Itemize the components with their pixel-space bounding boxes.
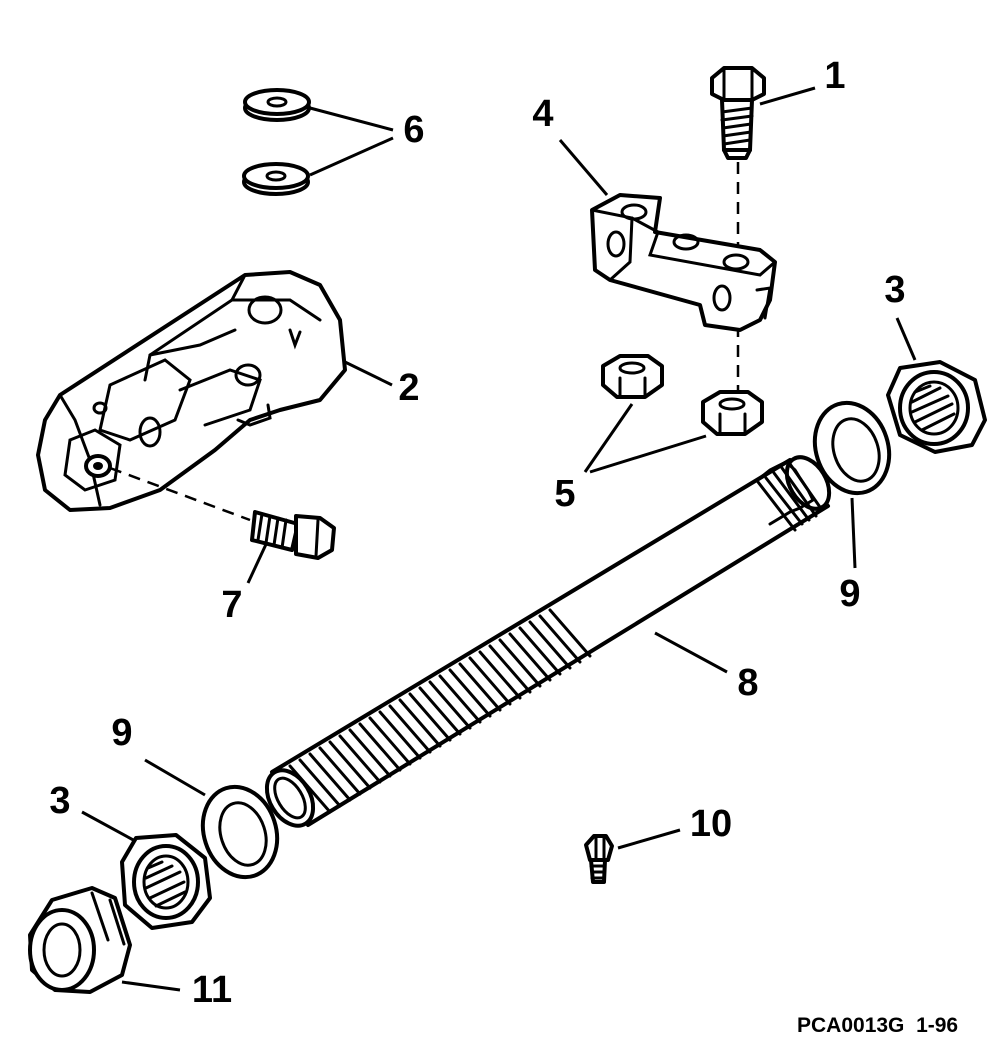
part-3-nut-left	[120, 833, 212, 930]
drawing-revision: 1-96	[916, 1014, 959, 1037]
assembly-line-7	[109, 466, 251, 522]
callout-3-right: 3	[884, 269, 906, 311]
part-1-bolt	[710, 66, 766, 160]
part-9-washer-left	[200, 784, 280, 880]
part-8-threaded-rod	[264, 455, 832, 828]
leader-lines	[81, 86, 917, 992]
part-10-fitting	[584, 834, 614, 884]
callout-10: 10	[689, 803, 733, 845]
drawing-code: PCA0013G 1-96	[797, 1014, 958, 1038]
callout-9-left: 9	[111, 712, 133, 754]
callout-3-left: 3	[49, 780, 71, 822]
callout-5: 5	[554, 473, 576, 515]
callout-4: 4	[532, 93, 554, 135]
part-2-bracket	[36, 270, 347, 512]
callout-9-right: 9	[839, 573, 861, 615]
part-3-nut-right	[886, 360, 987, 454]
part-11-cap-nut	[28, 886, 132, 994]
part-9-washer-right	[812, 400, 892, 496]
drawing-code-id: PCA0013G	[797, 1014, 905, 1037]
part-7-bolt	[250, 510, 336, 560]
callout-2: 2	[398, 367, 420, 409]
part-4-clamp-block	[590, 193, 777, 332]
part-5-nuts	[601, 354, 764, 436]
callout-8: 8	[737, 662, 759, 704]
callout-7: 7	[221, 584, 243, 626]
callout-1: 1	[824, 55, 846, 97]
callout-6: 6	[403, 109, 425, 151]
callout-11: 11	[191, 969, 233, 1011]
part-6-washers	[242, 88, 311, 196]
